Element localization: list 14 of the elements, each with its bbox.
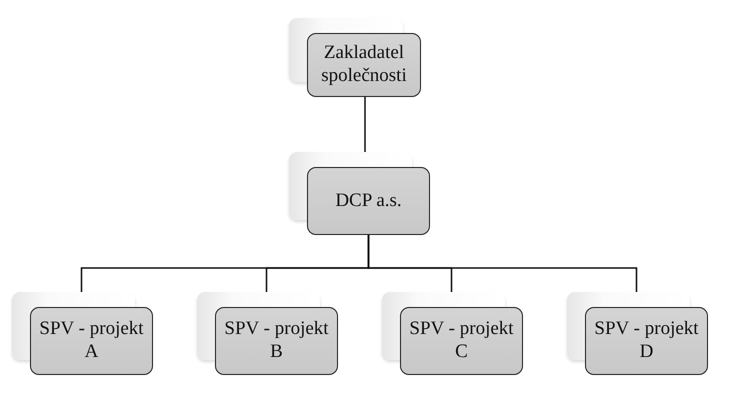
org-box [30, 307, 153, 375]
node-label: DCP a.s. [335, 190, 402, 212]
org-box [215, 307, 338, 375]
node-label: SPV - projekt B [223, 318, 330, 364]
connector-line [368, 235, 638, 292]
node-label: Zakladatel společnosti [320, 42, 408, 88]
org-box [307, 33, 421, 97]
connector-line [364, 97, 366, 152]
node-label: SPV - projekt D [593, 318, 700, 364]
org-box [307, 167, 430, 235]
node-label: SPV - projekt C [408, 318, 515, 364]
node-label: SPV - projekt A [38, 318, 145, 364]
org-box [585, 307, 708, 375]
org-box [400, 307, 523, 375]
